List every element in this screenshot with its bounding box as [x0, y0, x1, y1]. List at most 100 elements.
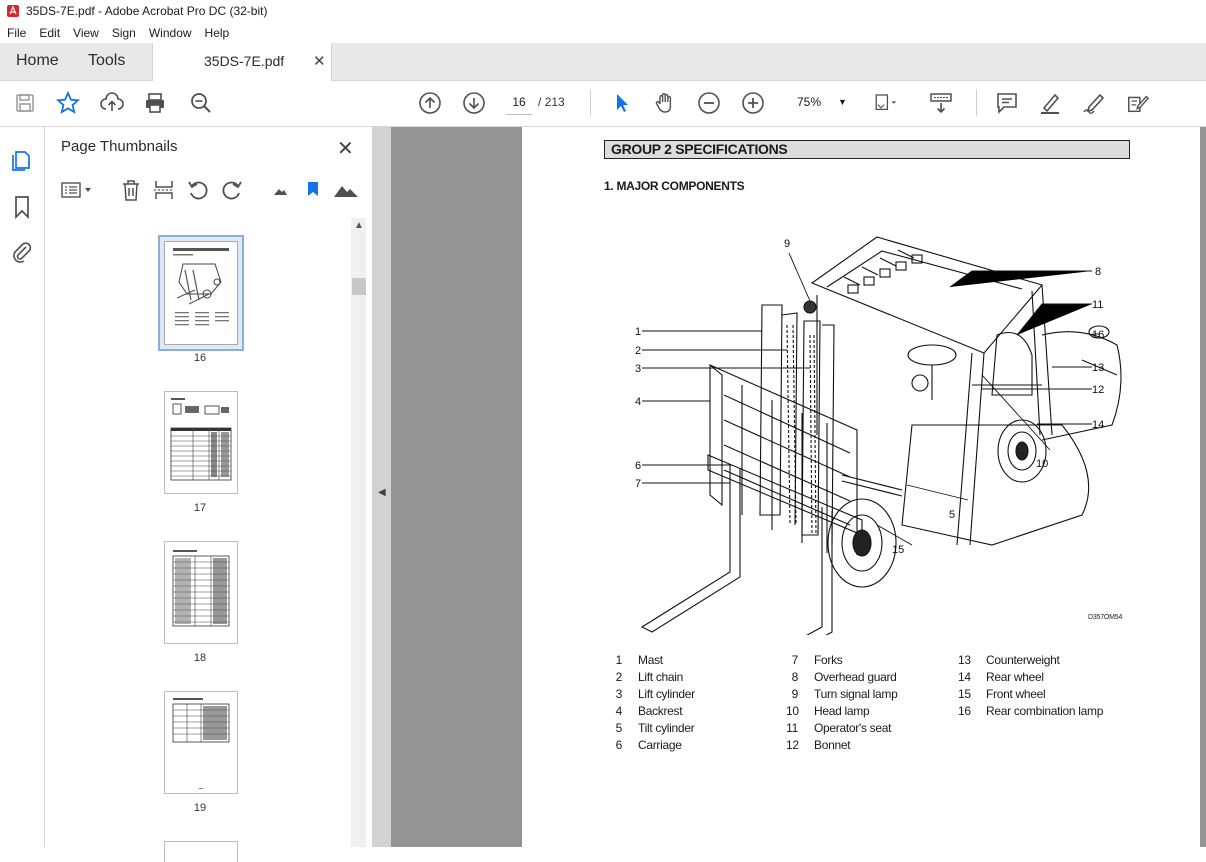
legend-label: Tilt cylinder [638, 721, 695, 735]
attachment-icon[interactable] [10, 240, 34, 264]
print-icon[interactable] [143, 91, 167, 115]
tab-document[interactable]: 35DS-7E.pdf ✕ [152, 43, 332, 81]
legend-number: 7 [791, 653, 799, 667]
legend-label: Carriage [638, 738, 682, 752]
callout-8: 8 [1095, 266, 1101, 278]
legend-item: 16 Rear combination lamp [958, 704, 1103, 721]
group-title: GROUP 2 SPECIFICATIONS [604, 140, 1130, 159]
panel-scrollbar[interactable]: ▲ [351, 218, 366, 847]
legend-label: Rear wheel [986, 670, 1044, 684]
legend-label: Rear combination lamp [986, 704, 1104, 718]
scroll-up-icon[interactable]: ▲ [354, 220, 364, 231]
enlarge-thumbnails-icon[interactable] [333, 179, 359, 201]
legend-number: 4 [615, 704, 623, 718]
thumbnail-page-17[interactable] [164, 391, 238, 494]
legend-label: Counterweight [986, 653, 1060, 667]
figure-code: D357OM54 [1088, 614, 1123, 621]
tab-home[interactable]: Home [16, 52, 59, 69]
toolbar [0, 81, 1206, 127]
collapse-arrow-icon: ◀ [378, 487, 386, 498]
menu-window[interactable]: Window [148, 25, 192, 40]
legend-number: 6 [615, 738, 623, 752]
thumbnail-label: 18 [193, 652, 207, 664]
thumbnail-panel: Page Thumbnails ✕ [45, 127, 373, 862]
menu-help[interactable]: Help [204, 25, 230, 40]
fill-sign-icon[interactable] [1126, 91, 1150, 115]
bookmark-marker-icon[interactable] [302, 179, 324, 201]
callout-4: 4 [635, 396, 641, 408]
legend-label: Operator's seat [814, 721, 892, 735]
zoom-out-icon[interactable] [697, 91, 721, 115]
arrow-up-icon[interactable] [418, 91, 442, 115]
legend-label: Overhead guard [814, 670, 897, 684]
panel-title: Page Thumbnails [61, 138, 178, 155]
scroll-mode-icon[interactable] [929, 91, 953, 115]
thumbnail-page-19[interactable] [164, 691, 238, 794]
thumbnail-preview [164, 241, 238, 345]
legend-item: 15 Front wheel [958, 687, 1103, 704]
zoom-select[interactable]: 75% ▼ [790, 90, 854, 114]
legend-item: 7 Forks [786, 653, 897, 670]
thumbnail-page-next[interactable] [164, 841, 238, 862]
legend-label: Front wheel [986, 687, 1046, 701]
menu-sign[interactable]: Sign [111, 25, 136, 40]
thumbnail-page-16[interactable] [158, 235, 244, 351]
arrow-down-icon[interactable] [462, 91, 486, 115]
title-bar: 35DS-7E.pdf - Adobe Acrobat Pro DC (32-b… [0, 0, 1206, 22]
legend-number: 2 [615, 670, 623, 684]
hand-icon[interactable] [653, 91, 677, 115]
menu-bar: File Edit View Sign Window Help [0, 22, 1206, 43]
search-icon[interactable] [189, 91, 213, 115]
callout-16: 16 [1092, 329, 1104, 341]
rotate-left-icon[interactable] [187, 179, 209, 201]
star-icon[interactable] [56, 91, 80, 115]
thumbnail-label: 17 [193, 502, 207, 514]
upload-icon[interactable] [100, 91, 124, 115]
zoom-in-icon[interactable] [741, 91, 765, 115]
pages-icon[interactable] [10, 148, 34, 172]
close-panel-icon[interactable]: ✕ [337, 138, 354, 160]
legend-number: 1 [615, 653, 623, 667]
callout-10: 10 [1036, 458, 1048, 470]
extract-pages-icon[interactable] [153, 179, 175, 201]
delete-icon[interactable] [120, 179, 142, 201]
scrollbar-thumb[interactable] [352, 278, 366, 295]
chevron-down-icon: ▼ [838, 97, 847, 107]
menu-view[interactable]: View [73, 25, 99, 40]
menu-edit[interactable]: Edit [39, 25, 61, 40]
comment-icon[interactable] [995, 91, 1019, 115]
legend-number: 16 [958, 704, 971, 718]
select-cursor-icon[interactable] [610, 91, 634, 115]
rotate-right-icon[interactable] [221, 179, 243, 201]
page-fit-icon[interactable] [873, 91, 897, 115]
page-number-input[interactable]: 16 [506, 90, 532, 115]
close-tab-icon[interactable]: ✕ [313, 53, 326, 70]
shrink-thumbnails-icon[interactable] [269, 179, 291, 201]
callout-6: 6 [635, 460, 641, 472]
thumbnail-options-icon[interactable] [60, 179, 94, 201]
callout-15: 15 [892, 544, 904, 556]
total-pages: 213 [544, 95, 565, 109]
legend-number: 15 [958, 687, 971, 701]
menu-file[interactable]: File [7, 25, 27, 40]
legend-number: 12 [786, 738, 799, 752]
highlight-icon[interactable] [1038, 91, 1062, 115]
tab-bar: Home Tools 35DS-7E.pdf ✕ [0, 43, 1206, 81]
save-icon[interactable] [13, 91, 37, 115]
bookmark-icon[interactable] [10, 195, 34, 220]
legend-item: 6 Carriage [610, 738, 695, 755]
panel-collapse-handle[interactable]: ◀ [373, 127, 391, 847]
legend-number: 10 [786, 704, 799, 718]
sign-icon[interactable] [1082, 91, 1106, 115]
tab-tools[interactable]: Tools [88, 52, 126, 69]
legend-label: Forks [814, 653, 843, 667]
thumbnail-list: 16 17 18 [45, 227, 350, 862]
thumbnail-page-18[interactable] [164, 541, 238, 644]
